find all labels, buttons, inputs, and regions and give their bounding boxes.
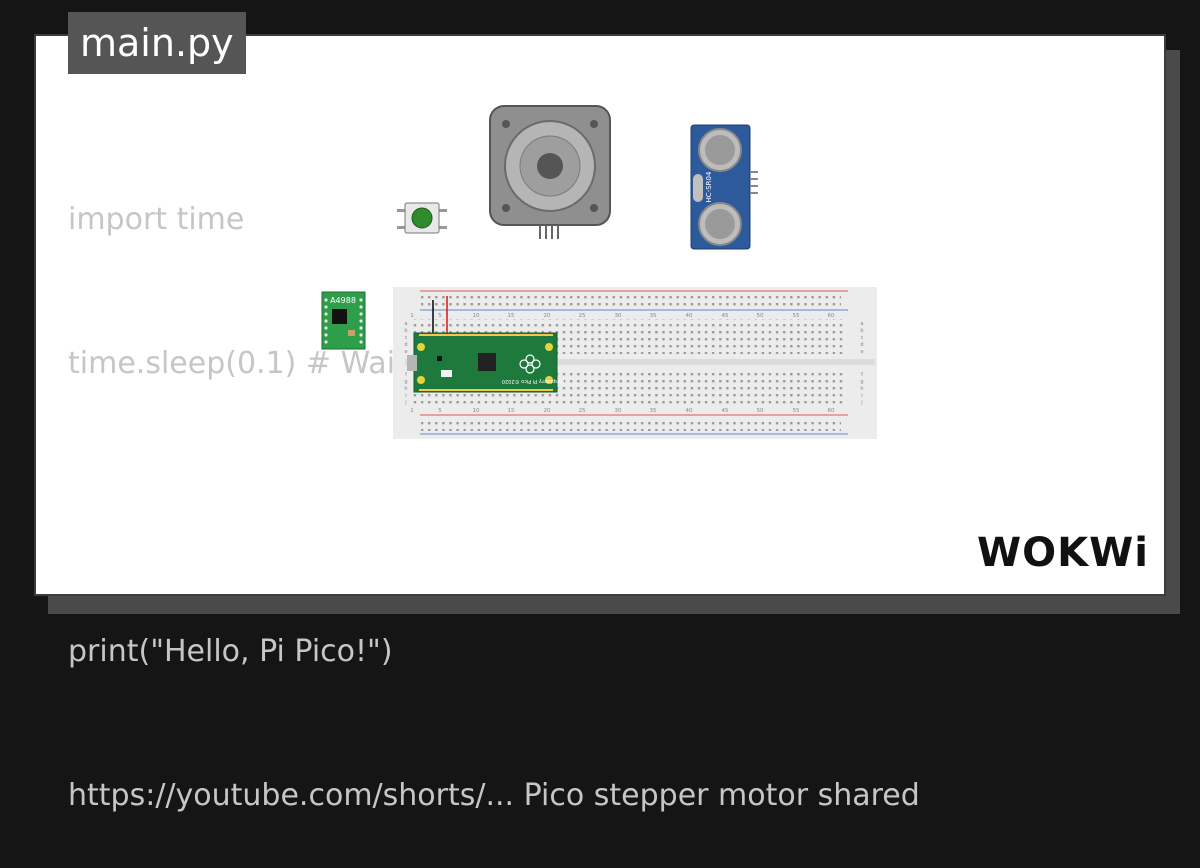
code-line-4: print("Hello, Pi Pico!") [68, 634, 393, 669]
svg-text:30: 30 [615, 313, 622, 319]
pico-label: Raspberry Pi Pico ©2020 [502, 378, 564, 385]
svg-text:40: 40 [686, 313, 693, 319]
svg-text:e: e [404, 349, 407, 355]
svg-text:45: 45 [722, 408, 729, 414]
svg-text:a: a [404, 321, 407, 327]
svg-text:1: 1 [410, 408, 414, 414]
svg-text:1: 1 [410, 313, 414, 319]
svg-text:b: b [404, 328, 407, 334]
pushbutton[interactable] [397, 202, 447, 234]
svg-text:a: a [860, 321, 863, 327]
svg-text:20: 20 [544, 313, 551, 319]
stepper-driver[interactable]: A4988 [321, 291, 366, 350]
svg-text:h: h [404, 386, 407, 392]
svg-text:10: 10 [473, 313, 480, 319]
svg-text:25: 25 [579, 408, 586, 414]
ultrasonic-sensor[interactable]: HC-SR04 [690, 124, 758, 250]
svg-text:b: b [860, 328, 863, 334]
svg-text:50: 50 [757, 408, 764, 414]
svg-text:20: 20 [544, 408, 551, 414]
svg-text:d: d [860, 342, 863, 348]
svg-text:5: 5 [438, 313, 442, 319]
svg-text:5: 5 [438, 408, 442, 414]
svg-text:15: 15 [508, 408, 515, 414]
svg-text:30: 30 [615, 408, 622, 414]
wokwi-logo: WOKWi [977, 530, 1149, 576]
svg-text:15: 15 [508, 313, 515, 319]
svg-text:i: i [405, 393, 406, 399]
stepper-motor[interactable] [489, 105, 611, 239]
sensor-label: HC-SR04 [705, 171, 713, 202]
driver-label: A4988 [330, 296, 356, 305]
svg-text:40: 40 [686, 408, 693, 414]
svg-text:60: 60 [828, 313, 835, 319]
svg-text:c: c [405, 335, 408, 341]
svg-text:10: 10 [473, 408, 480, 414]
svg-text:55: 55 [793, 408, 800, 414]
breadboard-row-letters: a b c d e f g h i j a b c d e f g h i j [404, 321, 863, 406]
raspberry-logo [519, 354, 541, 374]
file-tab[interactable]: main.py [68, 12, 246, 74]
svg-text:j: j [860, 400, 862, 406]
code-line-5: https://youtube.com/shorts/... Pico step… [68, 778, 920, 813]
raspberry-pi-pico[interactable]: Raspberry Pi Pico ©2020 [407, 332, 564, 393]
wokwi-logo-text: WOKWi [977, 530, 1149, 576]
svg-text:j: j [404, 400, 406, 406]
svg-text:h: h [860, 386, 863, 392]
svg-text:50: 50 [757, 313, 764, 319]
code-line-1: import time [68, 202, 245, 237]
svg-text:f: f [861, 372, 863, 378]
wires[interactable] [432, 296, 448, 336]
svg-text:55: 55 [793, 313, 800, 319]
breadboard-numbers-top: 1 5 10 15 20 25 30 35 40 45 50 55 60 [410, 313, 835, 319]
svg-text:45: 45 [722, 313, 729, 319]
svg-text:d: d [404, 342, 407, 348]
svg-text:35: 35 [650, 408, 657, 414]
svg-text:c: c [861, 335, 864, 341]
svg-text:g: g [404, 379, 407, 385]
breadboard-numbers-bottom: 1 5 10 15 20 25 30 35 40 45 50 55 60 [410, 408, 835, 414]
svg-text:i: i [861, 393, 862, 399]
svg-text:e: e [860, 349, 863, 355]
breadboard[interactable]: 1 5 10 15 20 25 30 35 40 45 50 55 60 1 5… [393, 287, 877, 439]
svg-text:25: 25 [579, 313, 586, 319]
svg-text:60: 60 [828, 408, 835, 414]
svg-text:g: g [860, 379, 863, 385]
svg-text:f: f [405, 372, 407, 378]
circuit-diagram: HC-SR04 A4988 1 5 [321, 105, 877, 439]
svg-text:35: 35 [650, 313, 657, 319]
